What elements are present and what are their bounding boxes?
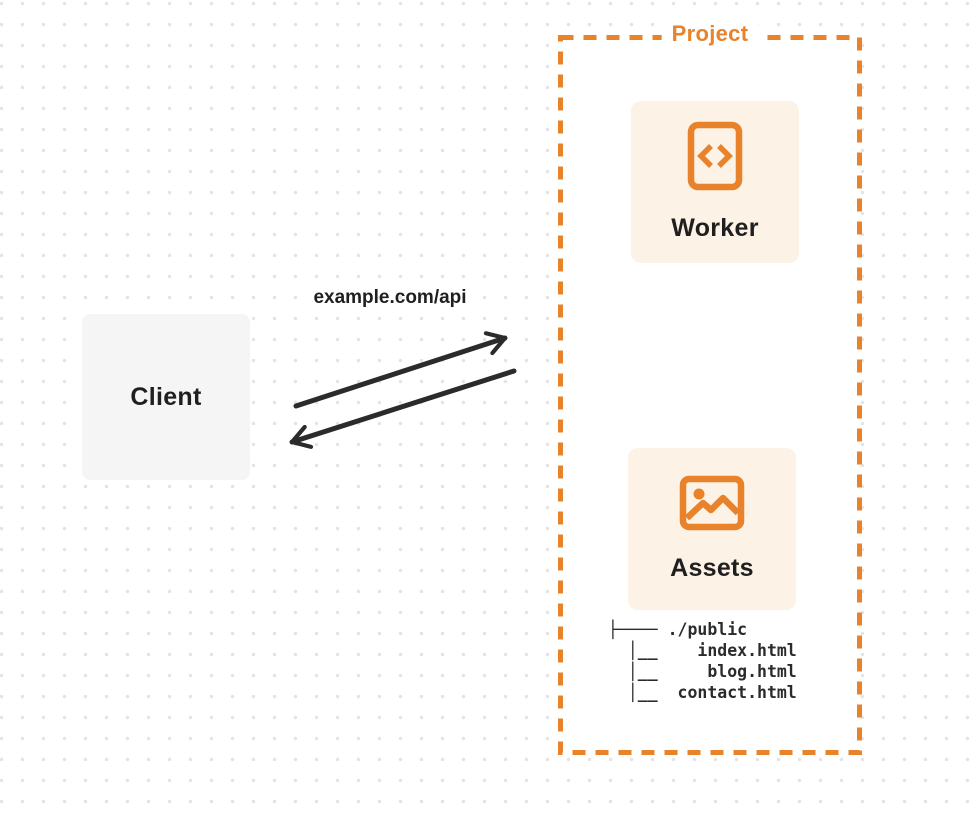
worker-node: Worker [631, 101, 799, 263]
project-container: Project Worker Assets ├──── ./public │__… [558, 21, 862, 755]
request-arrow [293, 331, 508, 409]
request-url-label: example.com/api [313, 287, 467, 308]
public-file-tree: ├──── ./public │__ index.html │__ blog.h… [608, 620, 797, 702]
client-node: Client [82, 314, 250, 480]
code-file-icon [687, 121, 743, 191]
project-label: Project [661, 21, 759, 47]
client-label: Client [130, 382, 202, 411]
worker-label: Worker [671, 214, 759, 242]
assets-node: Assets [628, 448, 796, 610]
image-icon [679, 475, 745, 531]
response-arrow [289, 368, 517, 449]
assets-label: Assets [670, 554, 754, 582]
